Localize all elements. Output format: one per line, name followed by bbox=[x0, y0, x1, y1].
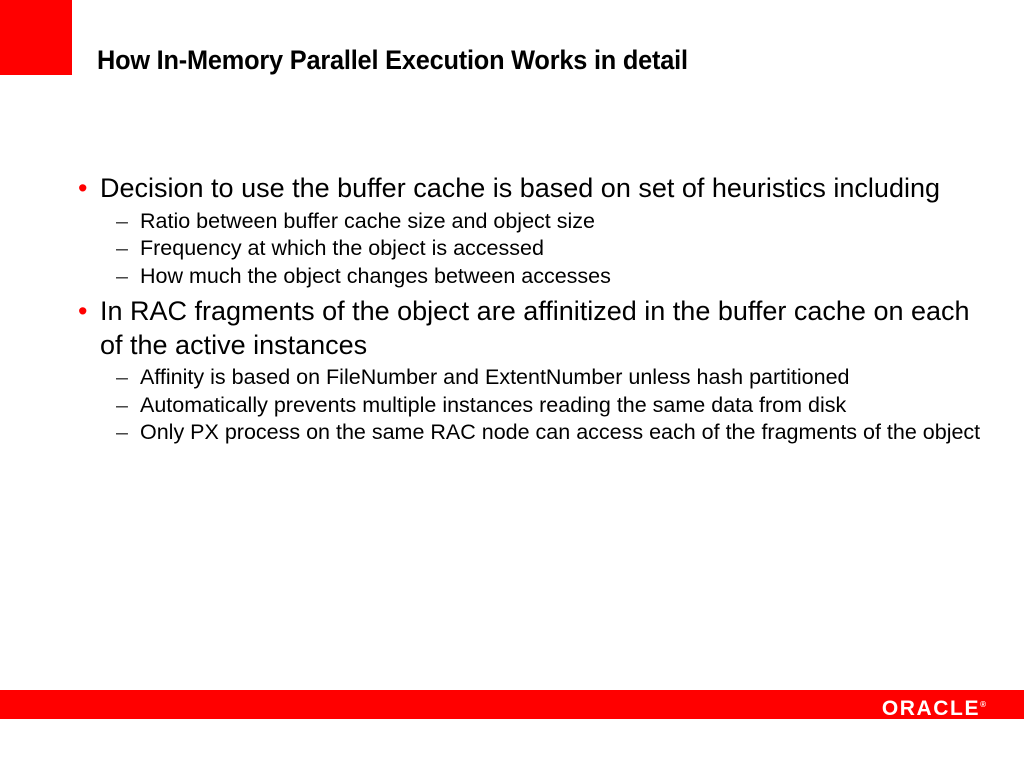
bullet-group: • Decision to use the buffer cache is ba… bbox=[0, 172, 1024, 290]
sub-bullet-list-2: – Affinity is based on FileNumber and Ex… bbox=[0, 364, 1024, 447]
list-item: • Decision to use the buffer cache is ba… bbox=[0, 172, 1024, 206]
sub-bullet-text: Ratio between buffer cache size and obje… bbox=[140, 208, 595, 233]
list-item: – How much the object changes between ac… bbox=[0, 263, 1024, 291]
sub-bullet-text: Frequency at which the object is accesse… bbox=[140, 236, 544, 260]
bullet-marker-icon: • bbox=[78, 173, 88, 203]
registered-mark-icon: ® bbox=[980, 700, 986, 709]
sub-bullet-text: Automatically prevents multiple instance… bbox=[140, 392, 847, 417]
sub-bullet-text: How much the object changes between acce… bbox=[140, 263, 611, 288]
bullet-marker-icon: • bbox=[78, 296, 88, 326]
oracle-logo: ORACLE® bbox=[882, 694, 986, 719]
bullet-text: In RAC fragments of the object are affin… bbox=[100, 296, 970, 360]
bullet-group-2: • In RAC fragments of the object are aff… bbox=[0, 295, 1024, 362]
list-item: – Only PX process on the same RAC node c… bbox=[0, 419, 1024, 447]
oracle-logo-text: ORACLE bbox=[881, 697, 981, 720]
sub-bullet-text: Affinity is based on FileNumber and Exte… bbox=[140, 365, 850, 389]
list-item: • In RAC fragments of the object are aff… bbox=[0, 295, 1024, 362]
dash-marker-icon: – bbox=[116, 392, 128, 417]
sub-bullet-text: Only PX process on the same RAC node can… bbox=[140, 420, 981, 444]
list-item: – Frequency at which the object is acces… bbox=[0, 235, 1024, 263]
footer-bar bbox=[0, 690, 1024, 719]
sub-bullet-list-1: – Ratio between buffer cache size and ob… bbox=[0, 208, 1024, 291]
dash-marker-icon: – bbox=[116, 263, 128, 288]
dash-marker-icon: – bbox=[116, 420, 128, 444]
slide-body: • Decision to use the buffer cache is ba… bbox=[0, 172, 1024, 450]
bullet-text: Decision to use the buffer cache is base… bbox=[100, 173, 940, 203]
bullet-list-level1: • Decision to use the buffer cache is ba… bbox=[0, 172, 1024, 447]
dash-marker-icon: – bbox=[116, 236, 128, 260]
list-item: – Affinity is based on FileNumber and Ex… bbox=[0, 364, 1024, 392]
bullet-group-1: • Decision to use the buffer cache is ba… bbox=[0, 172, 1024, 206]
dash-marker-icon: – bbox=[116, 365, 128, 389]
list-item: – Automatically prevents multiple instan… bbox=[0, 392, 1024, 420]
bullet-group: • In RAC fragments of the object are aff… bbox=[0, 295, 1024, 447]
list-item: – Ratio between buffer cache size and ob… bbox=[0, 208, 1024, 236]
dash-marker-icon: – bbox=[116, 208, 128, 233]
corner-accent-block bbox=[0, 0, 72, 75]
page-title: How In-Memory Parallel Execution Works i… bbox=[97, 45, 688, 75]
